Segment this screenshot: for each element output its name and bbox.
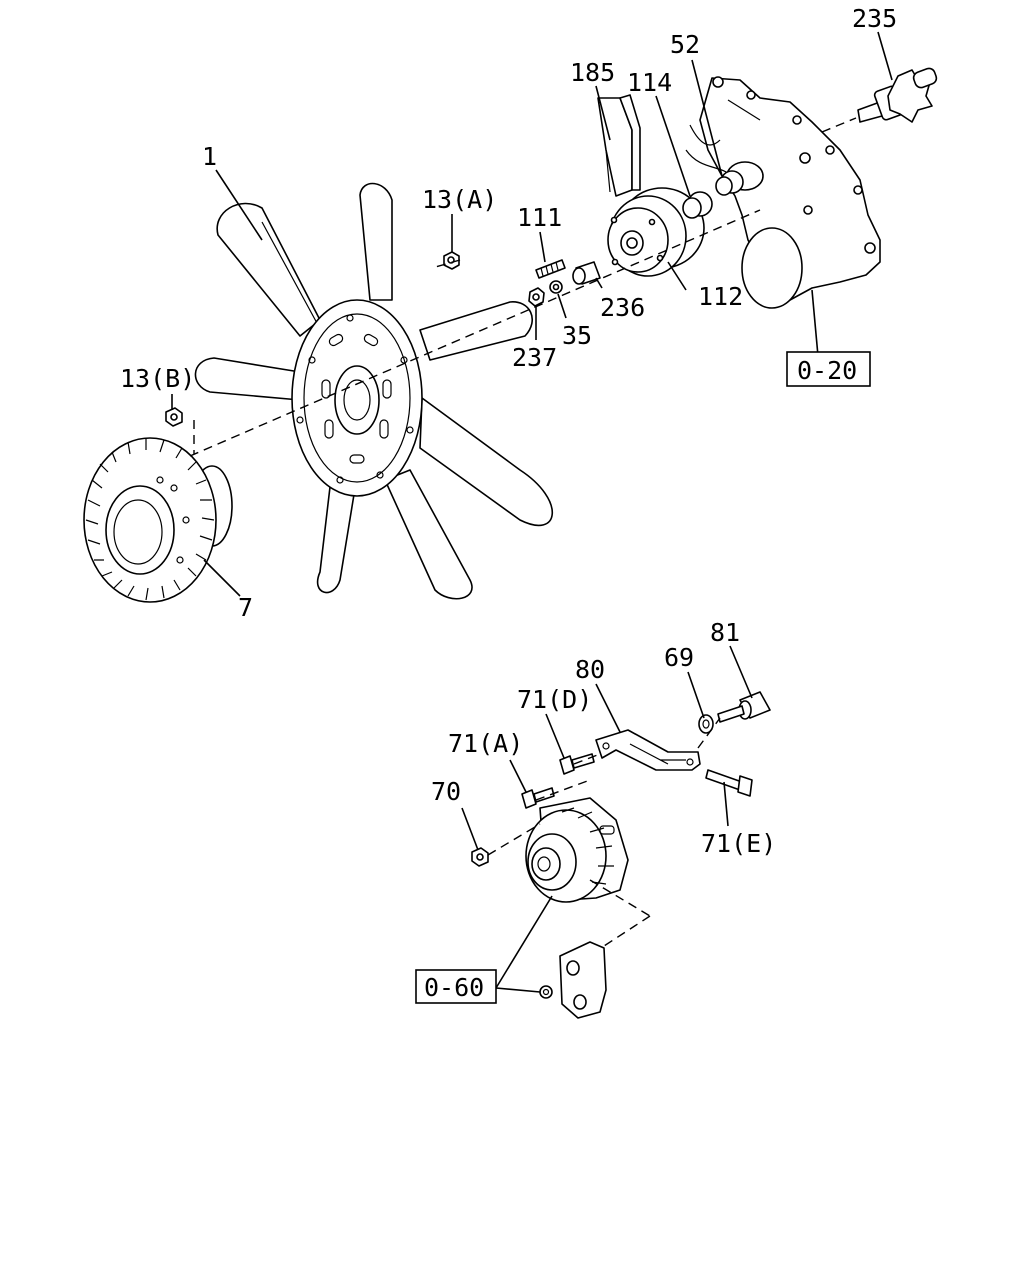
label-81: 81	[710, 618, 740, 647]
part-labels: 235 52 185 114 1 13(A) 111 236 112 35 23…	[120, 4, 897, 858]
engine-front-cover	[685, 76, 881, 309]
part-35-washer	[549, 280, 563, 294]
label-237: 237	[512, 343, 557, 372]
part-237-nut	[528, 287, 545, 307]
label-235: 235	[852, 4, 897, 33]
part-13b-nut	[165, 407, 183, 427]
part-69-washer	[698, 714, 714, 734]
label-111: 111	[517, 203, 562, 232]
alternator	[525, 797, 629, 903]
label-80: 80	[575, 655, 605, 684]
label-71e: 71(E)	[701, 829, 776, 858]
label-112: 112	[698, 282, 743, 311]
part-112-crank-pulley	[607, 187, 705, 277]
alternator-mounting-bracket	[539, 941, 607, 1019]
leader-lines	[171, 31, 893, 993]
label-69: 69	[664, 643, 694, 672]
label-1: 1	[202, 142, 217, 171]
label-70: 70	[431, 777, 461, 806]
part-52-collar	[715, 170, 744, 196]
reference-box-0-60[interactable]: 0-60	[415, 969, 497, 1004]
label-114: 114	[627, 68, 672, 97]
assembly-lines	[189, 117, 857, 947]
part-236-spacer	[572, 261, 601, 285]
part-114-spacer	[682, 191, 713, 219]
part-111-stud	[535, 259, 566, 279]
label-71d: 71(D)	[517, 685, 592, 714]
label-52: 52	[670, 30, 700, 59]
ref-0-20-label: 0-20	[797, 356, 857, 385]
label-236: 236	[600, 293, 645, 322]
part-71e-bolt	[705, 769, 753, 797]
label-185: 185	[570, 58, 615, 87]
part-7-fan-clutch	[83, 437, 233, 603]
label-7: 7	[238, 593, 253, 622]
part-185-belt	[597, 94, 641, 197]
label-13a: 13(A)	[422, 185, 497, 214]
part-235-gear-shaft	[857, 67, 938, 123]
part-13a-nut	[443, 251, 460, 270]
part-1-cooling-fan	[194, 182, 554, 600]
part-71a-bolt	[521, 787, 555, 809]
label-71a: 71(A)	[448, 729, 523, 758]
part-70-nut	[471, 847, 489, 867]
reference-box-0-20[interactable]: 0-20	[786, 351, 871, 387]
part-71d-bolt	[559, 753, 595, 775]
part-81-bolt	[717, 691, 771, 723]
label-13b: 13(B)	[120, 364, 195, 393]
part-80-adjusting-bracket	[595, 729, 701, 771]
label-35: 35	[562, 321, 592, 350]
ref-0-60-label: 0-60	[424, 973, 484, 1002]
